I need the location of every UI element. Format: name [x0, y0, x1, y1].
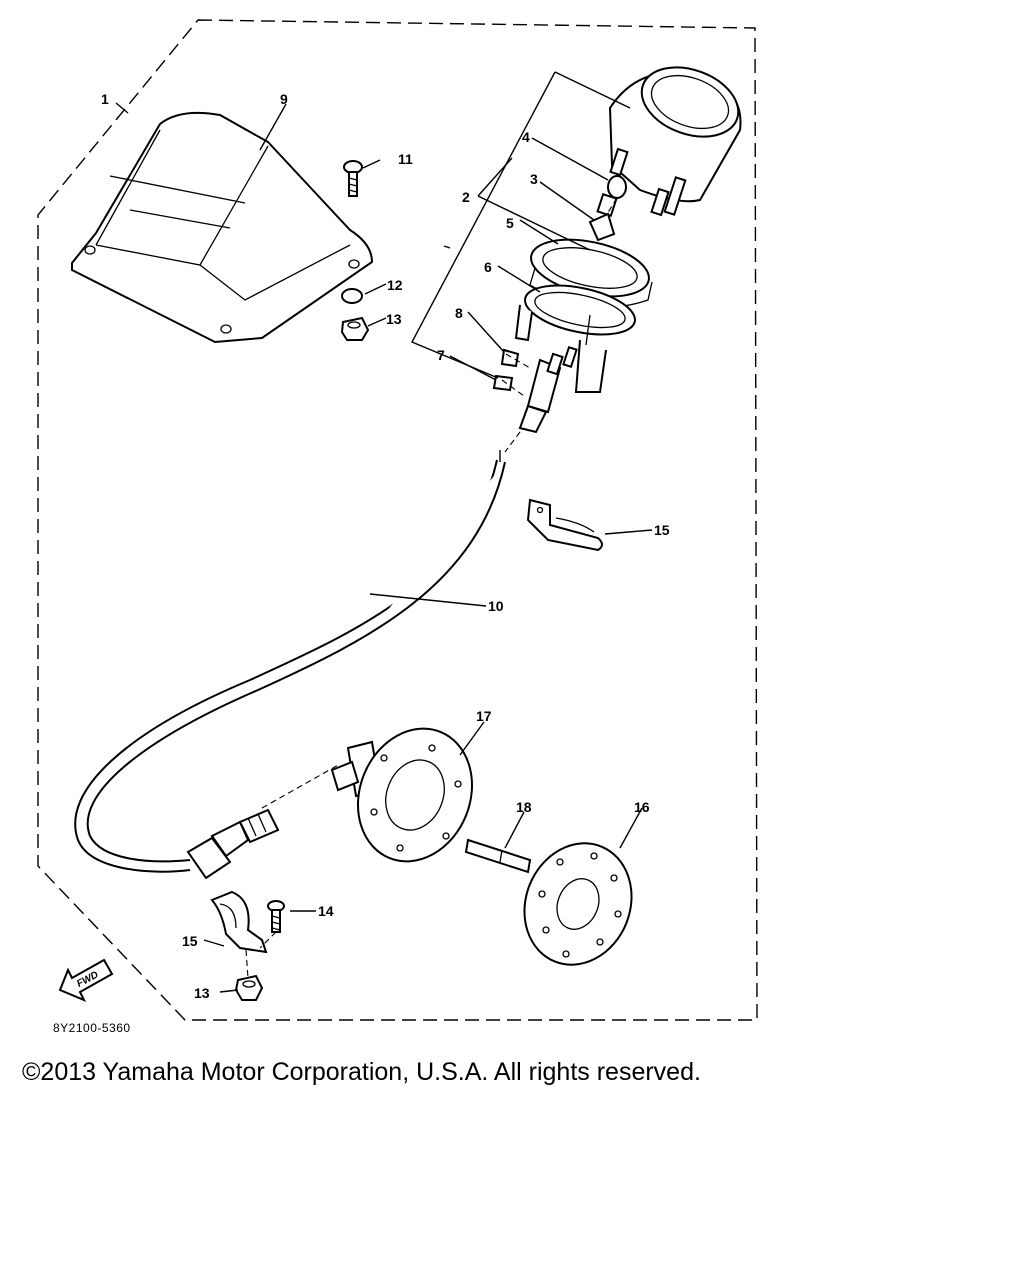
nut-13b-part: [234, 974, 264, 1001]
callout-15b: 15: [182, 933, 198, 949]
cable-joint-part: [518, 345, 578, 434]
bolt-11-part: [343, 160, 363, 197]
callout-3: 3: [530, 171, 538, 187]
grommet-7-part: [492, 374, 514, 392]
callout-18: 18: [516, 799, 532, 815]
callout-14: 14: [318, 903, 334, 919]
diagram-code: 8Y2100-5360: [53, 1021, 131, 1035]
callout-6: 6: [484, 259, 492, 275]
cover-part: [71, 111, 374, 344]
clip-15a-part: [526, 498, 603, 552]
parts-diagram: 1 9 11 12 13 4 3 2 5 6 8 7 15 10 17 18 1…: [37, 19, 758, 1035]
callout-8: 8: [455, 305, 463, 321]
callout-16: 16: [634, 799, 650, 815]
leader-lines: [115, 71, 653, 993]
callout-10: 10: [488, 598, 504, 614]
callout-12: 12: [387, 277, 403, 293]
plate-16-part: [523, 842, 633, 966]
cable-end-fitting-part: [186, 808, 280, 880]
bracket-6-part: [514, 284, 636, 393]
washer-12-part: [341, 288, 363, 304]
grommet-8-part: [500, 348, 520, 368]
clamp-15b-part: [210, 890, 268, 954]
callout-13a: 13: [386, 311, 402, 327]
cable-10-part: [74, 450, 506, 873]
callout-11: 11: [398, 151, 413, 167]
bolt-14-part: [267, 900, 285, 933]
forward-arrow-icon: FWD: [58, 958, 114, 1002]
callout-2: 2: [462, 189, 470, 205]
callout-13b: 13: [194, 985, 210, 1001]
callout-1: 1: [101, 91, 109, 107]
assembly-guides: [245, 197, 618, 979]
callout-9: 9: [280, 91, 288, 107]
callout-17: 17: [476, 708, 492, 724]
bulb-3-part: [588, 175, 627, 242]
assembly-boundary: [37, 19, 758, 1021]
drive-shaft-18-part: [464, 838, 532, 874]
callout-labels: 1 9 11 12 13 4 3 2 5 6 8 7 15 10 17 18 1…: [101, 91, 670, 1001]
nut-13a-part: [340, 316, 370, 341]
copyright-notice: ©2013 Yamaha Motor Corporation, U.S.A. A…: [22, 1058, 701, 1086]
speedometer-part: [608, 66, 742, 217]
callout-7: 7: [437, 347, 445, 363]
callout-5: 5: [506, 215, 514, 231]
drive-housing-17-part: [330, 727, 474, 863]
callout-4: 4: [522, 129, 530, 145]
meter-case-5-part: [529, 238, 653, 308]
callout-15a: 15: [654, 522, 670, 538]
